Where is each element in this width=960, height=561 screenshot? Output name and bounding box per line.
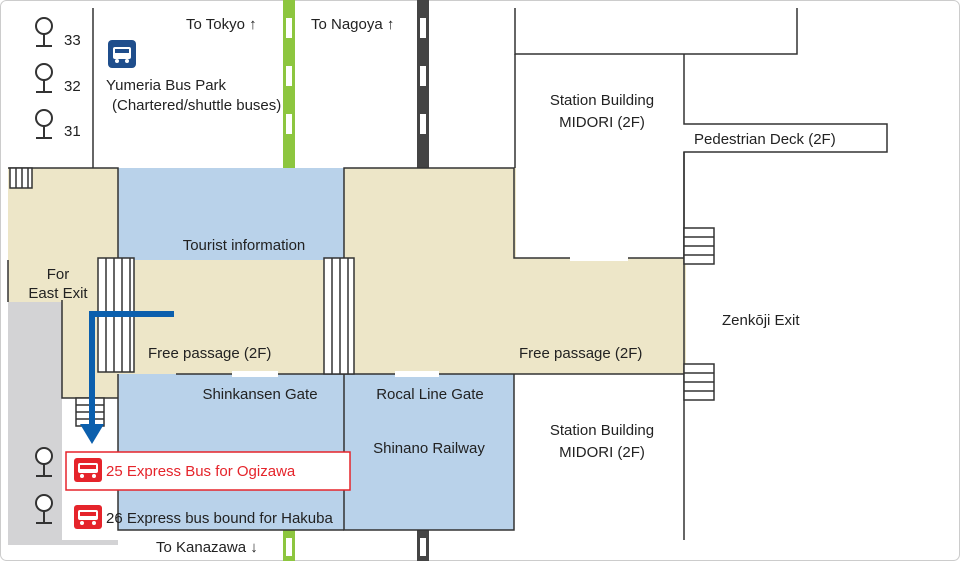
bus-park-title: Yumeria Bus Park (106, 77, 227, 94)
bus-icon (108, 40, 136, 68)
free-passage-right-label: Free passage (2F) (519, 345, 642, 362)
stairs-icon (323, 257, 355, 375)
stop-number-32: 32 (64, 78, 81, 95)
tourist-info-area (118, 168, 344, 260)
bus-stop-icon (35, 109, 53, 139)
to-kanazawa-label: To Kanazawa ↓ (156, 539, 258, 556)
bus-stop-icon (35, 63, 53, 93)
stairs-icon (9, 167, 33, 189)
tourist-information-label: Tourist information (183, 237, 306, 254)
station-building-bottom-line2: MIDORI (2F) (559, 444, 645, 461)
zenkoji-exit-label: Zenkōji Exit (722, 312, 800, 329)
bus-stop-icon (35, 447, 53, 477)
stop-number-31: 31 (64, 123, 81, 140)
station-building-top-line1: Station Building (550, 92, 654, 109)
east-exit-label-line2: East Exit (28, 285, 88, 302)
bus-25-highlight[interactable]: 25 Express Bus for Ogizawa (65, 451, 351, 491)
to-tokyo-label: To Tokyo ↑ (186, 16, 257, 33)
station-building-bottom-line1: Station Building (550, 422, 654, 439)
local-rail-line (417, 0, 429, 561)
to-nagoya-label: To Nagoya ↑ (311, 16, 394, 33)
bus-icon (74, 458, 102, 482)
bus-icon (74, 505, 102, 529)
pedestrian-deck-label: Pedestrian Deck (2F) (694, 131, 836, 148)
station-building-top-line2: MIDORI (2F) (559, 114, 645, 131)
stop-number-33: 33 (64, 32, 81, 49)
bus-26-entry[interactable]: 26 Express bus bound for Hakuba (74, 505, 333, 529)
free-passage-left-label: Free passage (2F) (148, 345, 271, 362)
local-line-gate-label: Rocal Line Gate (376, 386, 484, 403)
jr-rail-line (283, 0, 295, 561)
east-exit-label-line1: For (47, 266, 70, 283)
stairs-icon (683, 227, 715, 265)
bus-park-subtitle: (Chartered/shuttle buses) (112, 97, 281, 114)
bus-stop-icon (35, 17, 53, 47)
bus-25-label: 25 Express Bus for Ogizawa (106, 463, 296, 480)
shinkansen-gate-label: Shinkansen Gate (202, 386, 317, 403)
stairs-icon (683, 363, 715, 401)
shinano-railway-label: Shinano Railway (373, 440, 485, 457)
route-arrow (80, 311, 174, 444)
bus-26-label: 26 Express bus bound for Hakuba (106, 510, 333, 527)
bus-stop-icon (35, 494, 53, 524)
